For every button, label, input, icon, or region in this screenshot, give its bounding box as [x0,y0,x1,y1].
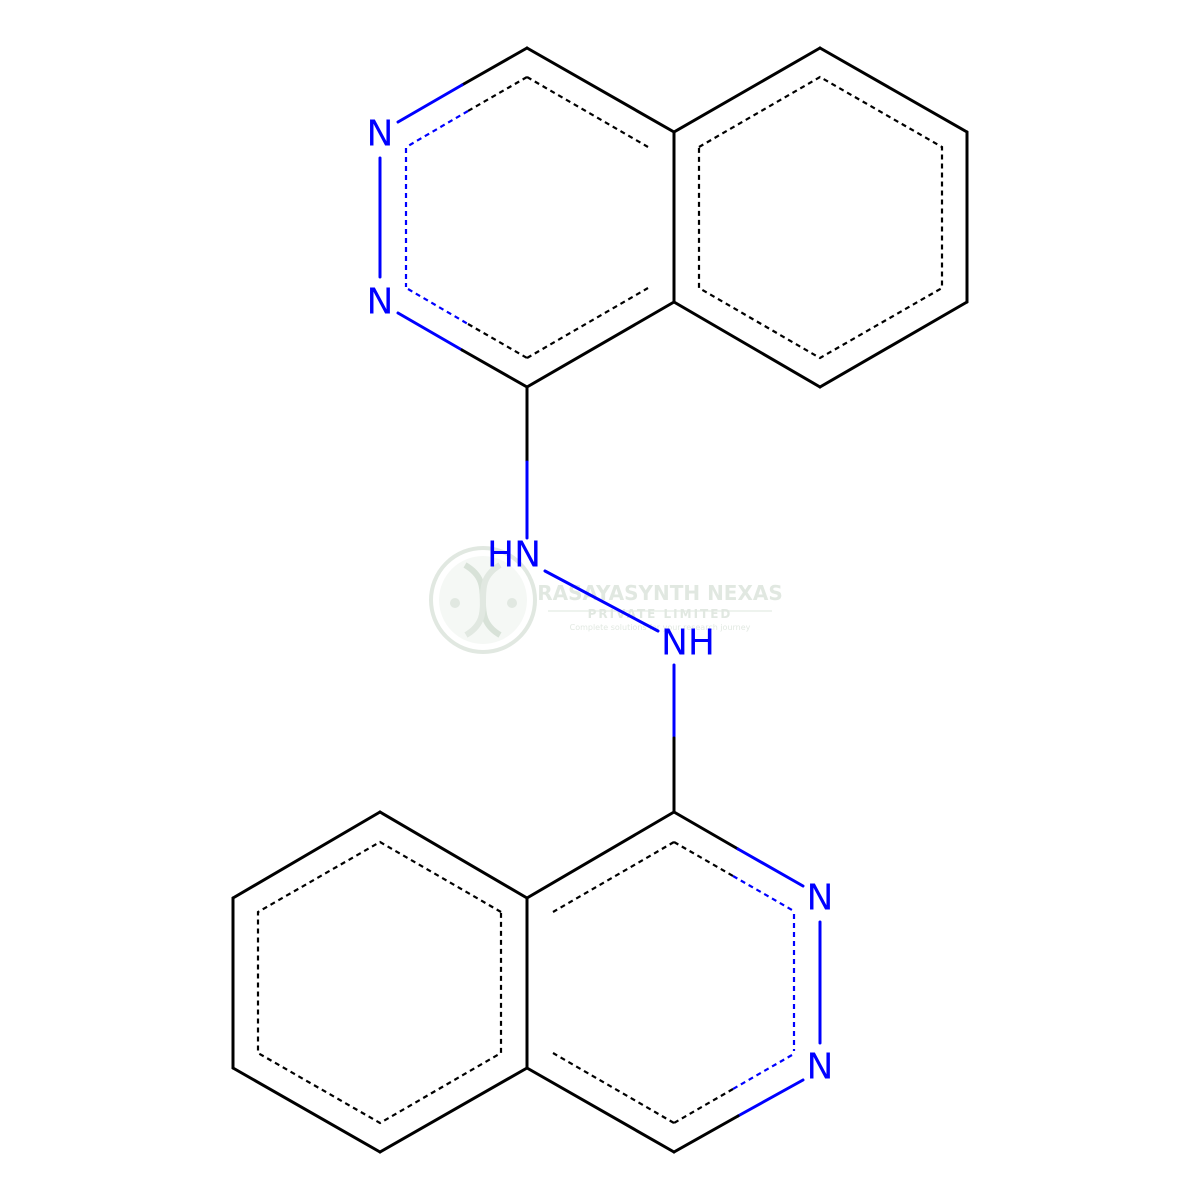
bond [672,46,822,134]
aromatic-circuit [256,840,503,1125]
bond [396,311,464,352]
aromatic-bond [732,1054,793,1090]
aromatic-bond [732,875,793,911]
aromatic-bond [526,76,649,148]
aromatic-bond [467,76,528,112]
bond [736,847,805,888]
dna-helix-icon [429,546,537,654]
aromatic-circuit [697,75,944,360]
upper-phthalazine-ring [378,46,969,389]
watermark-title: RASAYASYNTH NEXAS [537,581,783,605]
aromatic-bond [526,287,649,359]
nitrogen-atom-label: N [367,282,394,323]
bond [231,810,382,900]
aromatic-bond [673,841,734,877]
watermark-tagline: Complete solutions for your research jou… [570,623,751,632]
bond [818,300,969,389]
aromatic-bond [552,1052,675,1124]
bond [460,46,529,87]
bond [378,810,529,900]
bond [378,1066,529,1154]
bond [396,83,464,124]
atom-labels: N N HN NH N N [367,114,834,1088]
bond [672,1114,740,1154]
bond [672,300,822,389]
nh-atom-label: NH [661,623,715,664]
bond [460,348,529,389]
bond [525,810,676,900]
hydrazine-linker [525,385,676,814]
aromatic-bond [467,323,528,359]
bond [231,1066,382,1154]
bond [818,46,969,134]
watermark: RASAYASYNTH NEXAS PRIVATE LIMITED Comple… [429,546,783,654]
bond [525,46,676,134]
nitrogen-atom-label: N [807,1047,834,1088]
nh-atom-label: HN [487,535,541,576]
nitrogen-atom-label: N [367,114,394,155]
bond [736,1078,805,1118]
bond [525,1066,676,1154]
watermark-subtitle: PRIVATE LIMITED [588,607,733,621]
aromatic-bond [552,841,675,913]
aromatic-bond [407,288,469,325]
aromatic-bond [407,110,469,147]
aromatic-bond [673,1088,734,1124]
bond [525,300,676,389]
bond [543,569,660,633]
lower-phthalazine-ring [231,810,822,1154]
bond [672,810,740,851]
nitrogen-atom-label: N [807,878,834,919]
